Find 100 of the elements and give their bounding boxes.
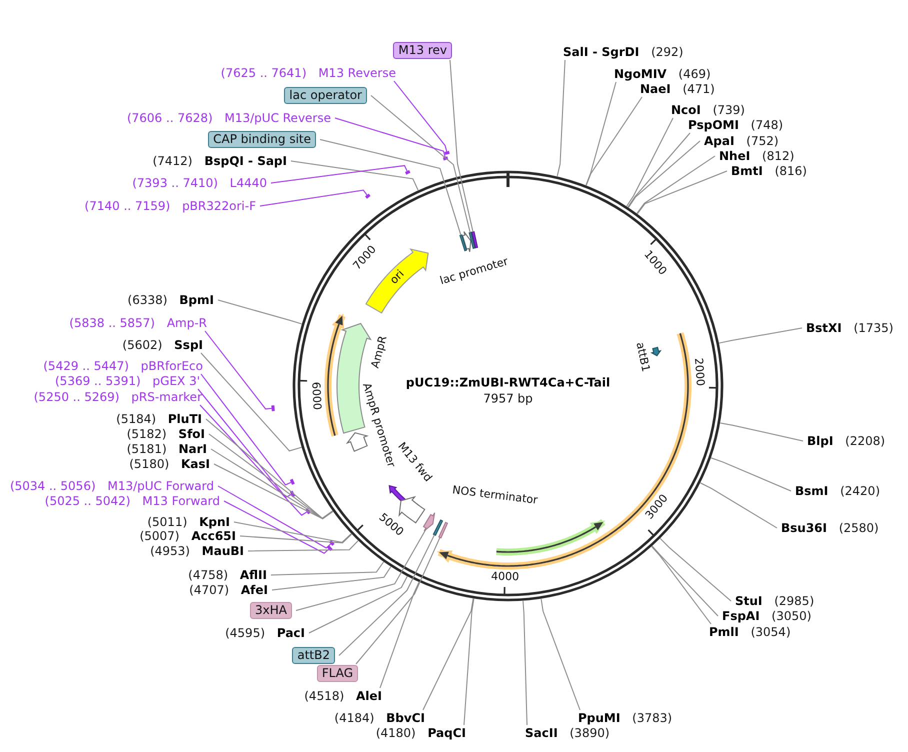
feature-mark xyxy=(459,234,468,252)
leader-line xyxy=(700,482,778,528)
leader-line xyxy=(718,328,802,344)
enzyme-site-label: BsmI (2420) xyxy=(795,484,880,498)
leader-line xyxy=(422,598,474,710)
feature-label: ori xyxy=(388,268,408,287)
primer-label: (5838 .. 5857) Amp-R xyxy=(69,316,207,330)
leader-line xyxy=(334,118,446,158)
leader-line xyxy=(636,156,716,214)
enzyme-site-label: NgoMIV (469) xyxy=(614,67,711,81)
enzyme-site-label: (4953) MauBI xyxy=(150,544,244,558)
leader-line xyxy=(272,566,392,590)
primer-label: (5250 .. 5269) pRS-marker xyxy=(34,390,202,404)
scale-number: 6000 xyxy=(310,382,323,410)
primer-mark xyxy=(271,405,275,412)
leader-line xyxy=(270,561,384,576)
leader-line xyxy=(660,538,732,602)
leader-line xyxy=(586,96,642,186)
feature-tag: M13 rev xyxy=(393,42,452,59)
enzyme-site-label: BmtI (816) xyxy=(731,164,807,178)
primer-label: (7625 .. 7641) M13 Reverse xyxy=(220,66,396,80)
leader-line xyxy=(464,598,474,726)
enzyme-site-label: PpuMI (3783) xyxy=(578,711,672,725)
enzyme-site-label: FspAI (3050) xyxy=(722,609,812,623)
primer-mark xyxy=(329,540,335,546)
leader-line xyxy=(522,600,528,726)
feature-arc xyxy=(324,313,346,437)
leader-line xyxy=(210,448,334,520)
leader-line xyxy=(260,190,368,206)
sequence-length: 7957 bp xyxy=(483,392,533,406)
leader-line xyxy=(218,486,332,549)
leader-line xyxy=(380,582,420,688)
enzyme-site-label: (4518) AleI xyxy=(304,689,382,703)
primer-label: (7606 .. 7628) M13/pUC Reverse xyxy=(126,111,331,125)
leader-line xyxy=(394,80,448,152)
leader-line xyxy=(710,457,792,492)
leader-line xyxy=(540,598,580,710)
leader-line xyxy=(556,60,566,177)
leader-line xyxy=(240,534,352,544)
leader-line xyxy=(636,170,728,214)
leader-line xyxy=(296,528,427,611)
primer-label: (5429 .. 5447) pBRforEco xyxy=(43,359,203,373)
leader-line xyxy=(218,300,302,324)
enzyme-site-label: SalI - SgrDI (292) xyxy=(563,45,684,59)
enzyme-site-label: (5184) PluTI xyxy=(116,412,202,426)
enzyme-site-label: (4184) BbvCI xyxy=(334,711,425,725)
leader-line xyxy=(198,388,292,498)
leader-line xyxy=(338,534,435,656)
primer-mark xyxy=(444,150,450,155)
primer-label: (5369 .. 5391) pGEX 3' xyxy=(55,374,200,388)
feature-tag: FLAG xyxy=(316,665,358,682)
enzyme-site-label: PspOMI (748) xyxy=(688,118,784,132)
leader-line xyxy=(234,522,352,543)
leader-line xyxy=(651,546,712,624)
leader-line xyxy=(200,374,292,486)
primer-label: (7140 .. 7159) pBR322ori-F xyxy=(84,199,256,213)
enzyme-site-label: (5007) Acc65I xyxy=(140,529,236,543)
primer-mark xyxy=(442,156,448,160)
leader-line xyxy=(270,165,408,184)
feature-mark xyxy=(432,519,444,536)
leader-line xyxy=(206,418,334,519)
feature-tag: lac operator xyxy=(284,87,367,104)
feature-mark xyxy=(471,231,478,248)
scale-number: 2000 xyxy=(692,357,706,386)
leader-line xyxy=(204,330,272,410)
leader-line xyxy=(370,95,471,234)
leader-line xyxy=(290,160,419,191)
feature-tag: attB2 xyxy=(292,647,335,664)
enzyme-site-label: ApaI (752) xyxy=(704,134,779,148)
leader-line xyxy=(626,118,674,207)
leader-line xyxy=(224,500,330,554)
feature-label: AmpR xyxy=(368,334,390,370)
feature-label: NOS terminator xyxy=(451,484,538,507)
enzyme-site-label: BstXI (1735) xyxy=(806,321,894,335)
enzyme-site-label: (5011) KpnI xyxy=(147,515,230,529)
enzyme-site-label: (4758) AflII xyxy=(188,568,267,582)
enzyme-site-label: Bsu36I (2580) xyxy=(781,521,879,535)
enzyme-site-label: (5182) SfoI xyxy=(126,427,205,441)
leader-line xyxy=(248,540,359,552)
feature-label: attB1 xyxy=(633,341,652,374)
primer-mark xyxy=(365,194,370,199)
enzyme-site-label: (6338) BpmI xyxy=(128,293,214,307)
feature-tag: CAP binding site xyxy=(208,131,316,148)
plasmid-name: pUC19::ZmUBI-RWT4Ca+C-Tail xyxy=(406,376,610,390)
leader-line xyxy=(356,536,440,664)
leader-line xyxy=(450,60,474,232)
leader-line xyxy=(308,576,408,634)
primer-mark xyxy=(290,478,295,485)
leader-line xyxy=(627,132,690,208)
leader-line xyxy=(214,464,334,520)
enzyme-site-label: (5181) NarI xyxy=(126,442,207,456)
enzyme-site-label: NcoI (739) xyxy=(671,103,745,117)
enzyme-site-label: (4707) AfeI xyxy=(189,583,268,597)
enzyme-site-label: PmlI (3054) xyxy=(709,625,791,639)
leader-line xyxy=(720,422,804,442)
leader-line xyxy=(585,82,616,186)
primer-label: (5034 .. 5056) M13/pUC Forward xyxy=(10,479,214,493)
enzyme-site-label: (5602) SspI xyxy=(122,338,203,352)
enzyme-site-label: BlpI (2208) xyxy=(807,434,886,448)
feature-tag: 3xHA xyxy=(250,602,292,619)
